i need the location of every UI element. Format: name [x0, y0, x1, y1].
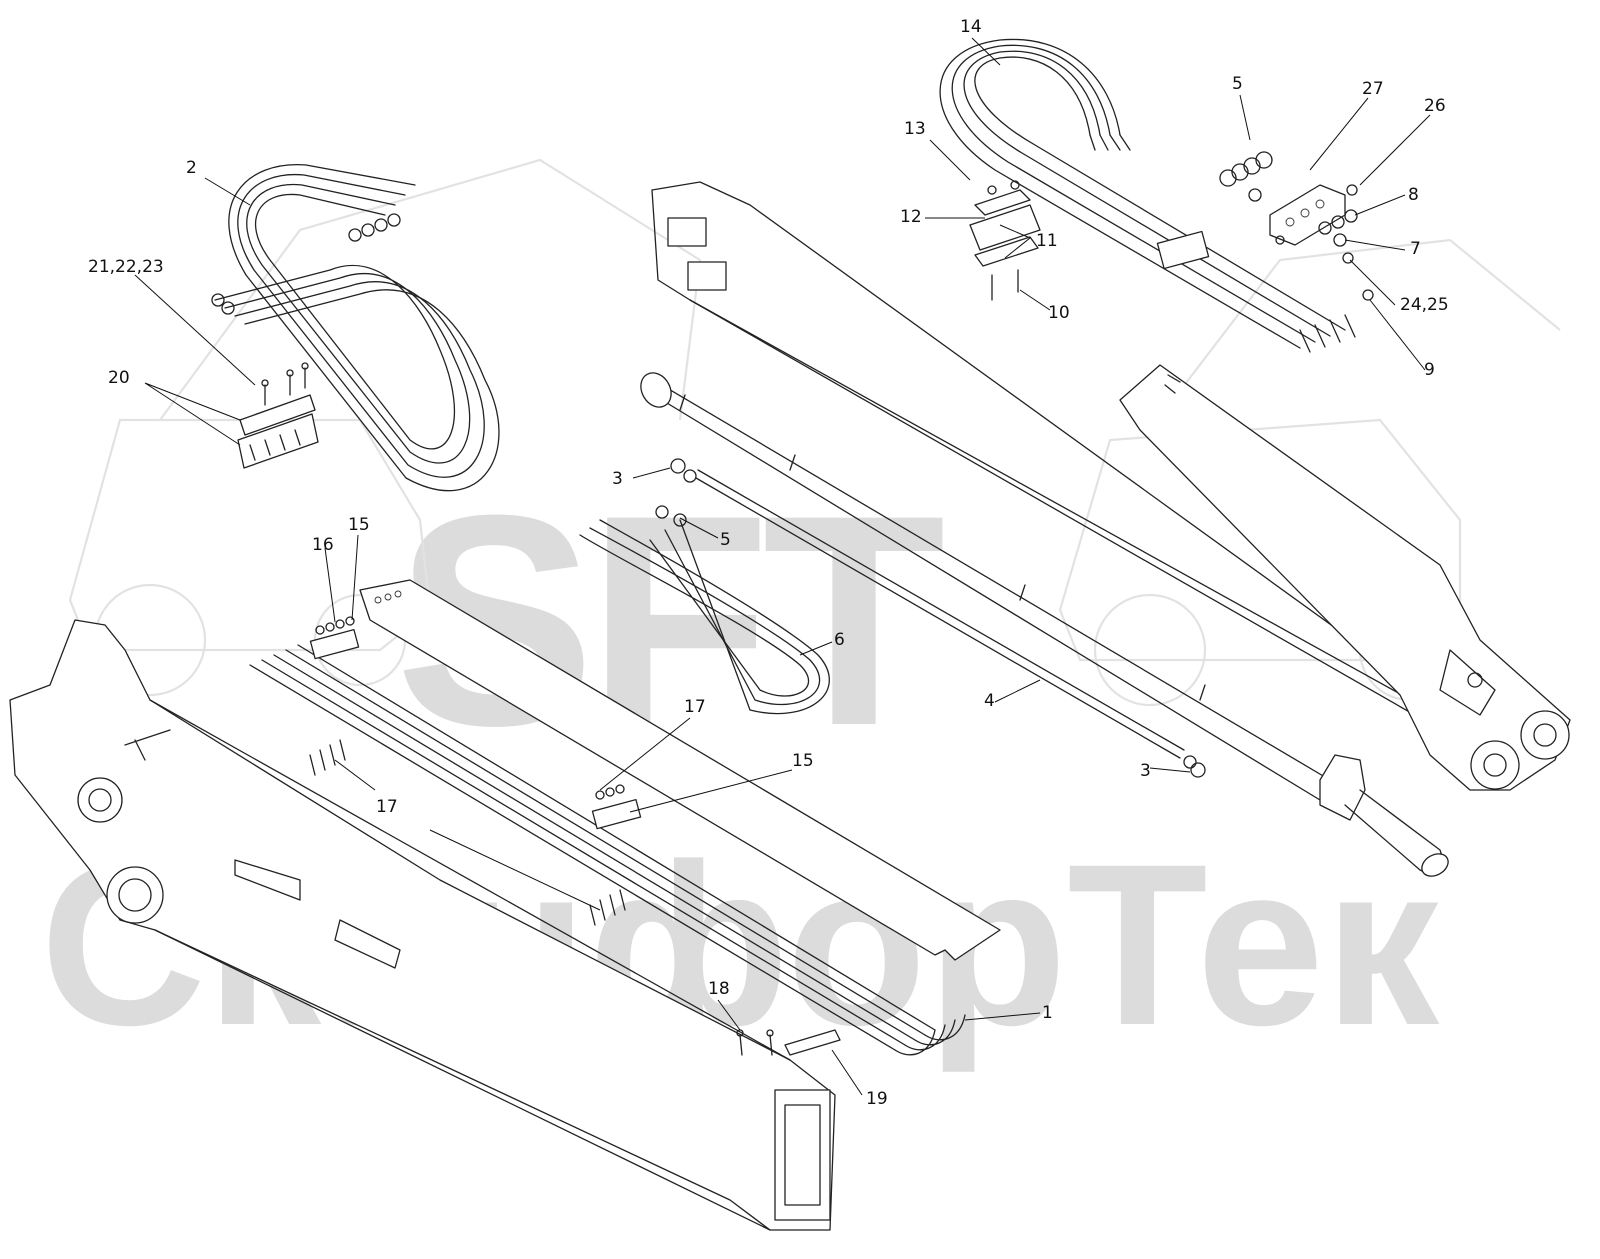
callout-9: 9 [1424, 360, 1435, 380]
callout-3-upper: 3 [612, 469, 623, 489]
callout-16: 16 [312, 535, 334, 555]
callout-11: 11 [1036, 231, 1058, 251]
dipper-arm-upper [651, 181, 1438, 719]
callout-1: 1 [1042, 1003, 1053, 1023]
callout-14: 14 [960, 17, 982, 37]
boom-head-bracket [1119, 364, 1571, 791]
washer-24-25 [1342, 252, 1354, 264]
callout-13: 13 [904, 119, 926, 139]
callout-15-lower: 15 [792, 751, 814, 771]
cover-plate [359, 579, 1001, 961]
callout-12: 12 [900, 207, 922, 227]
callout-19: 19 [866, 1089, 888, 1109]
callout-5-top: 5 [1232, 74, 1243, 94]
callout-27: 27 [1362, 79, 1384, 99]
hydraulic-cylinder [640, 372, 1449, 877]
bolts-18 [736, 1029, 774, 1056]
nuts-16 [315, 616, 355, 635]
clamp-20 [237, 394, 319, 469]
callout-17-upper: 17 [684, 697, 706, 717]
callout-20: 20 [108, 368, 130, 388]
callout-10: 10 [1048, 303, 1070, 323]
fitting-3-upper [670, 458, 686, 474]
callout-26: 26 [1424, 96, 1446, 116]
nut-9 [1362, 289, 1374, 301]
clamp-assembly-11-12 [969, 180, 1041, 301]
plug-left-27 [1275, 235, 1285, 245]
fittings-group-5-top [1219, 151, 1273, 202]
hose-loop-6 [579, 505, 830, 715]
leader-lines [134, 37, 1431, 1096]
callout-3-lower: 3 [1140, 761, 1151, 781]
hose-bundle-2 [211, 164, 500, 492]
screws-17-right [589, 889, 626, 926]
callout-4: 4 [984, 691, 995, 711]
callout-18: 18 [708, 979, 730, 999]
callout-24-25: 24,25 [1400, 295, 1449, 315]
hose-bundle-14 [939, 38, 1356, 353]
callout-5-middle: 5 [720, 530, 731, 550]
callout-7: 7 [1410, 239, 1421, 259]
callout-6: 6 [834, 630, 845, 650]
callout-8: 8 [1408, 185, 1419, 205]
plug-26 [1346, 184, 1358, 196]
callout-17-lower: 17 [376, 797, 398, 817]
screws-17-left [309, 739, 346, 776]
clamp-bar-19 [784, 1029, 841, 1056]
main-boom [9, 619, 836, 1231]
callout-15-upper: 15 [348, 515, 370, 535]
fitting-3-lower [1190, 762, 1206, 778]
hose-4 [683, 469, 1197, 769]
callout-21-22-23: 21,22,23 [88, 257, 164, 277]
tube-bundle-1 [249, 628, 966, 1056]
bolts-21-22-23 [261, 362, 309, 406]
fittings-7-8 [1318, 209, 1358, 247]
callout-2: 2 [186, 158, 197, 178]
callout-labels: 14 5 27 26 13 8 2 12 11 7 21,22,23 24,25… [88, 17, 1449, 1109]
